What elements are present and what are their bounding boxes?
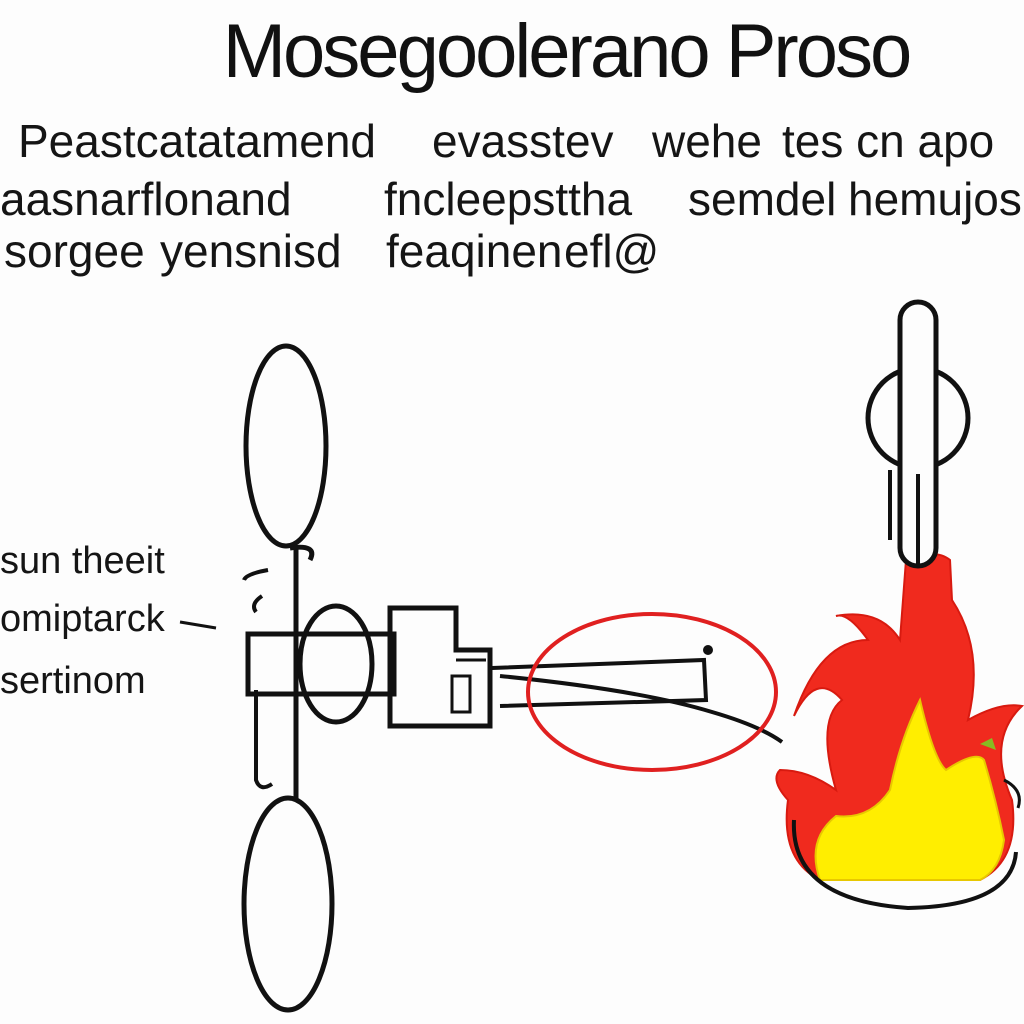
intro-line-2-part-3: semdel	[688, 173, 837, 225]
wire-outline	[491, 657, 709, 708]
wire-terminal-dot	[703, 645, 713, 655]
motor-assembly	[245, 603, 493, 729]
motor-shaft-block	[245, 631, 397, 697]
callout-pointer-line	[179, 620, 217, 630]
intro-line-2-part-1: aasnarflonand	[0, 173, 292, 225]
fan-hub-detail-top	[242, 568, 269, 581]
fan-shaft-cap	[289, 544, 315, 562]
intro-line-1-part-4: tes cn apo	[782, 115, 995, 167]
burner-nozzle	[865, 299, 971, 569]
fan-propeller	[241, 343, 335, 1013]
side-label-2: omiptarck	[0, 598, 165, 640]
fan-hub-detail-bottom	[254, 690, 274, 790]
intro-line-3-part-4: efl@	[564, 225, 660, 277]
fan-blade-top	[243, 343, 329, 549]
intro-line-3-part-1: sorgee	[4, 225, 145, 277]
intro-line-3-part-3: feaqinen	[386, 225, 563, 277]
side-label-3: sertinom	[0, 660, 146, 702]
intro-line-1-part-2: evasstev	[432, 115, 614, 167]
highlight-ring	[526, 612, 778, 772]
motor-terminal	[450, 674, 472, 714]
side-label-1: sun theeit	[0, 540, 165, 582]
motor-housing	[297, 603, 375, 725]
wire-lead	[499, 674, 784, 744]
fan-hub-detail-mid	[252, 594, 264, 614]
flame	[775, 553, 1024, 881]
intro-line-1-part-1: Peastcatatamend	[18, 115, 377, 167]
burner-dish-edge	[1003, 778, 1021, 809]
flame-spark	[980, 738, 996, 750]
intro-line-2-part-2: fncleepsttha	[384, 173, 633, 225]
intro-line-1-part-3: wehe	[652, 115, 762, 167]
burner-dish-rim	[791, 819, 1018, 911]
intro-line-2-part-4: hemujos	[848, 173, 1022, 225]
fan-blade-bottom	[241, 795, 335, 1013]
sensor-wire	[491, 645, 784, 744]
intro-line-3-part-2: yensnisd	[160, 225, 342, 277]
motor-body	[387, 605, 493, 729]
flame-inner	[814, 697, 1006, 881]
diagram-title: Mosegoolerano Proso	[222, 9, 913, 94]
burner-dish	[791, 778, 1021, 911]
